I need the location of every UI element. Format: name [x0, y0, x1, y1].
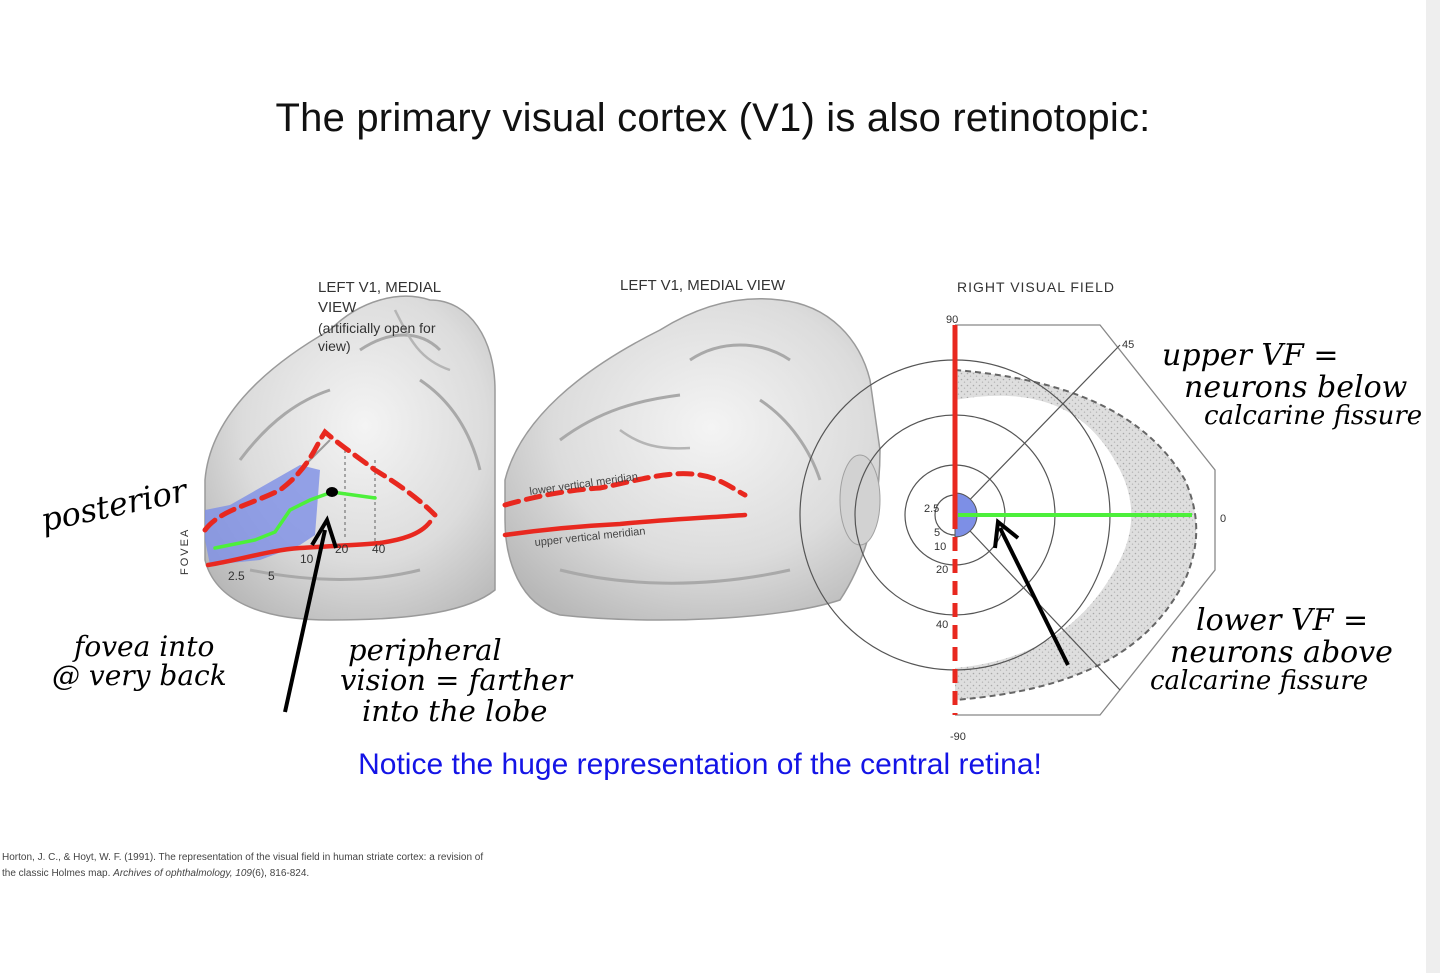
- upper-vf-line3: calcarine fissure: [1204, 401, 1423, 431]
- citation-line1: Horton, J. C., & Hoyt, W. F. (1991). The…: [2, 852, 484, 863]
- left-tick-2-5: 2.5: [228, 569, 245, 583]
- peripheral-line3: into the lobe: [362, 693, 548, 728]
- left-panel-label-line4: view): [318, 338, 351, 355]
- vf-tick-2-5: 2.5: [924, 503, 939, 515]
- peripheral-line2: vision = farther: [340, 663, 572, 698]
- lower-vf-line3: calcarine fissure: [1150, 666, 1369, 696]
- lower-vf-annotation: lower VF = neurons above calcarine fissu…: [1150, 605, 1393, 695]
- left-panel-label-line2: VIEW: [318, 299, 357, 317]
- monocular-crescent: [955, 370, 1197, 700]
- left-tick-10: 10: [300, 552, 314, 566]
- left-panel-label-line1: LEFT V1, MEDIAL: [318, 279, 442, 296]
- fovea-field-arrowhead: [993, 518, 1020, 549]
- left-meridian-node: [326, 487, 338, 497]
- left-tick-20: 20: [335, 542, 349, 556]
- upper-vf-line1: upper VF =: [1162, 338, 1339, 373]
- fovea-back-annotation: fovea into @ very back: [52, 632, 227, 691]
- middle-upper-boundary: [502, 471, 748, 508]
- notice-caption: Notice the huge representation of the ce…: [358, 748, 1042, 781]
- vf-tick-5: 5: [934, 527, 940, 539]
- fovea-back-line1: fovea into: [74, 630, 215, 663]
- citation: Horton, J. C., & Hoyt, W. F. (1991). The…: [2, 850, 483, 882]
- middle-panel-label: LEFT V1, MEDIAL VIEW: [620, 277, 786, 294]
- citation-line2-end: (6), 816-824.: [251, 868, 310, 879]
- vf-tick-40: 40: [936, 619, 948, 631]
- left-panel-label: LEFT V1, MEDIAL VIEW (artificially open …: [318, 278, 441, 356]
- upper-vf-line2: neurons below: [1184, 369, 1408, 405]
- foveal-region: [205, 465, 320, 565]
- slide-edge: [1426, 0, 1440, 973]
- citation-line2: the classic Holmes map. Archives of opht…: [2, 866, 483, 882]
- slide-title: The primary visual cortex (V1) is also r…: [275, 96, 1151, 140]
- vf-tick-0: 0: [1220, 513, 1226, 525]
- peripheral-arrow: [283, 529, 327, 713]
- visual-field-map: 90 45 0 -90 2.5 5 10 20 40: [799, 314, 1226, 743]
- middle-brain-illustration: [504, 298, 881, 621]
- peripheral-arrowhead: [310, 515, 338, 549]
- lower-vf-line1: lower VF =: [1196, 603, 1369, 638]
- fovea-field-arrow: [998, 527, 1070, 666]
- peripheral-line1: peripheral: [348, 633, 502, 667]
- vf-tick-minus-90: -90: [950, 731, 966, 743]
- left-tick-40: 40: [372, 542, 386, 556]
- vf-tick-45: 45: [1122, 339, 1134, 351]
- citation-journal: Archives of ophthalmology, 109: [113, 868, 252, 879]
- left-tick-5: 5: [268, 569, 275, 583]
- vf-tick-90: 90: [946, 314, 958, 326]
- vf-tick-10: 10: [934, 541, 946, 553]
- right-panel-label: RIGHT VISUAL FIELD: [957, 279, 1116, 295]
- fovea-back-line2: @ very back: [52, 659, 227, 693]
- citation-line2-start: the classic Holmes map.: [2, 868, 114, 879]
- lower-vf-line2: neurons above: [1170, 634, 1393, 670]
- vf-tick-20: 20: [936, 564, 948, 576]
- left-upper-boundary: [202, 428, 438, 533]
- left-panel-label-line3: (artificially open for: [318, 319, 436, 336]
- upper-vf-annotation: upper VF = neurons below calcarine fissu…: [1162, 340, 1422, 430]
- peripheral-annotation: peripheral vision = farther into the lob…: [340, 633, 572, 728]
- fovea-label: FOVEA: [179, 528, 191, 575]
- middle-lower-boundary: [502, 512, 748, 538]
